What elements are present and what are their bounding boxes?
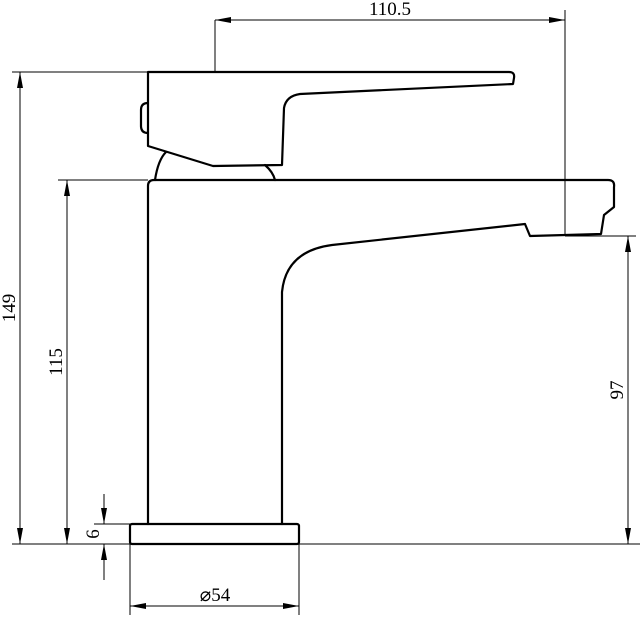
faucet-outline bbox=[128, 70, 616, 546]
extension-lines bbox=[12, 10, 640, 615]
dimension-projection-label: 110.5 bbox=[369, 0, 411, 20]
base-plate bbox=[128, 522, 301, 546]
dimension-base-diameter-label: ⌀54 bbox=[200, 585, 231, 606]
dimension-projection: 110.5 bbox=[215, 0, 565, 23]
handle-lever bbox=[146, 70, 516, 168]
dimension-body-height-label: 115 bbox=[46, 348, 67, 376]
dimension-overall-height: 149 bbox=[0, 72, 23, 544]
handle-knob bbox=[139, 101, 150, 135]
dimension-spout-height: 97 bbox=[607, 236, 631, 544]
faucet-body bbox=[146, 178, 616, 526]
dimension-base-diameter: ⌀54 bbox=[130, 585, 299, 609]
dimension-base-thickness: 6 bbox=[83, 494, 107, 580]
dimension-base-thickness-label: 6 bbox=[83, 529, 104, 539]
dimension-body-height: 115 bbox=[46, 180, 70, 544]
dimension-spout-height-label: 97 bbox=[607, 381, 628, 400]
dimension-overall-height-label: 149 bbox=[0, 294, 20, 323]
